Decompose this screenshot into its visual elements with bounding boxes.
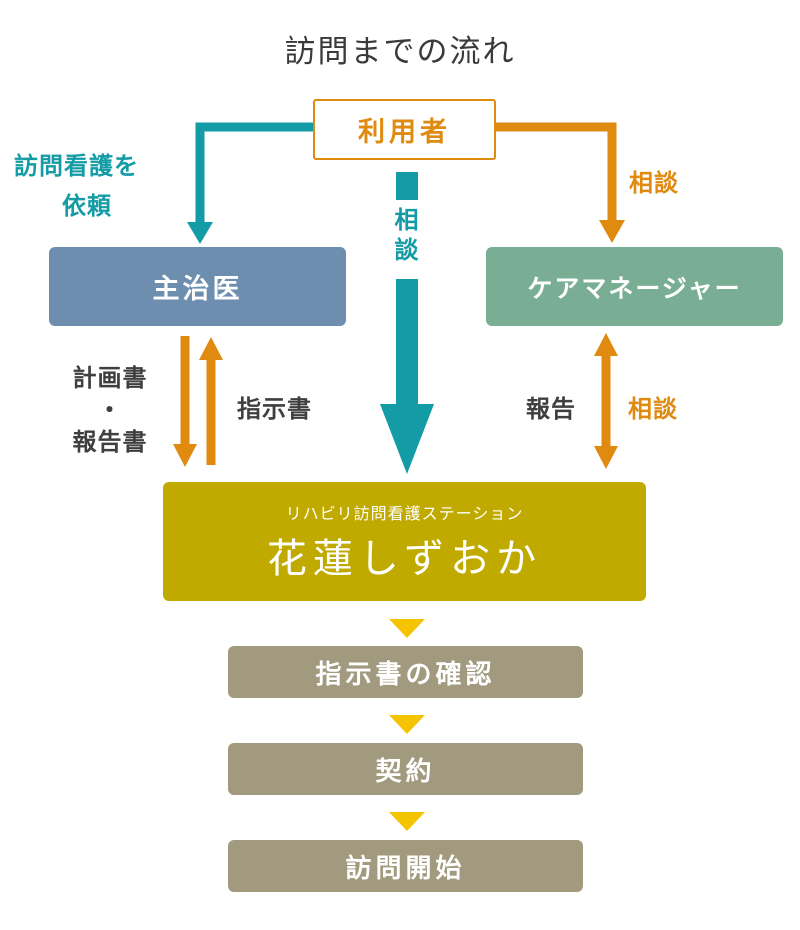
- request-label-line1: 訪問看護を: [14, 152, 139, 180]
- plan-report-line1: 計画書: [72, 364, 148, 392]
- consult-care-label: 相談: [628, 395, 678, 423]
- plan-report-line2: ・: [97, 396, 123, 424]
- consult-center-char2: 談: [394, 236, 420, 264]
- care-manager-node: ケアマネージャー: [486, 247, 783, 326]
- request-label-line2: 依頼: [62, 192, 112, 220]
- consult-center-char1: 相: [394, 206, 420, 234]
- report-label: 報告: [526, 395, 576, 423]
- plan-report-label: 計画書 ・ 報告書: [60, 362, 160, 458]
- instruction-label: 指示書: [237, 395, 312, 423]
- request-arrow: [187, 122, 313, 244]
- consult-center-arrow: [380, 172, 434, 474]
- station-name: 花蓮しずおか: [266, 535, 543, 582]
- step-arrow-3: [389, 812, 425, 831]
- step-contract: 契約: [228, 743, 583, 795]
- consult-care-arrow: [496, 122, 625, 243]
- step-check-instruction: 指示書の確認: [228, 646, 583, 698]
- step-arrow-1: [389, 619, 425, 638]
- step-arrow-2: [389, 715, 425, 734]
- care-station-double-arrow: [594, 333, 618, 469]
- consult-right-label: 相談: [629, 169, 679, 197]
- step-start-visit: 訪問開始: [228, 840, 583, 892]
- plan-report-arrow: [173, 336, 197, 467]
- user-node: 利用者: [313, 99, 496, 160]
- consult-center-label: 相 談: [387, 205, 427, 265]
- station-subtitle: リハビリ訪問看護ステーション: [285, 503, 524, 523]
- plan-report-line3: 報告書: [72, 428, 148, 456]
- station-node: リハビリ訪問看護ステーション 花蓮しずおか: [163, 482, 646, 601]
- instruction-arrow: [199, 337, 223, 465]
- page-title: 訪問までの流れ: [284, 34, 516, 70]
- doctor-node: 主治医: [49, 247, 346, 326]
